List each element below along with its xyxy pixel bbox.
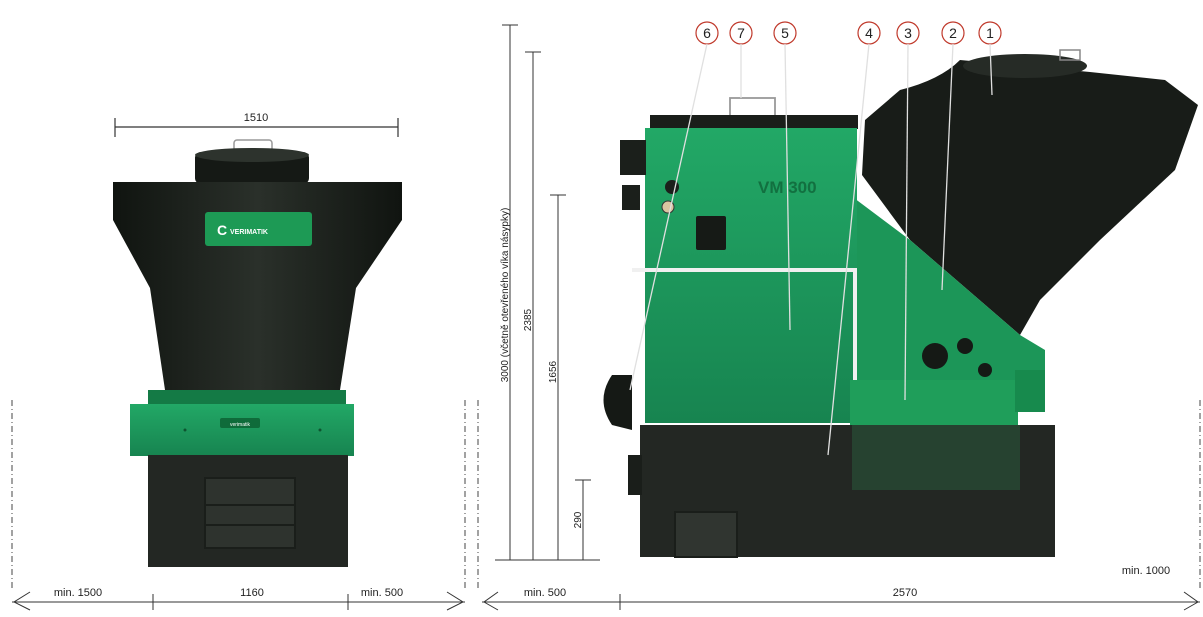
front-green-body — [130, 404, 354, 456]
height-label-1656: 1656 — [548, 360, 559, 383]
front-floor-dim-left: min. 1500 — [54, 587, 102, 599]
callout-4: 4 — [865, 25, 873, 41]
callouts: 6 7 5 4 3 2 1 — [695, 21, 1002, 45]
side-floor-dim-right: min. 1000 — [1122, 565, 1170, 577]
callout-1: 1 — [986, 25, 994, 41]
side-floor-dim-left: min. 500 — [524, 587, 566, 599]
callout-3: 3 — [904, 25, 912, 41]
callout-6: 6 — [703, 25, 711, 41]
callout-7: 7 — [737, 25, 745, 41]
front-floor-dim-center: 1160 — [240, 587, 264, 599]
callout-2: 2 — [949, 25, 957, 41]
front-width-label: 1510 — [244, 112, 268, 124]
callout-5: 5 — [781, 25, 789, 41]
front-brand-c: C — [217, 222, 227, 238]
front-brand-plate — [205, 212, 312, 246]
height-label-2385: 2385 — [523, 308, 534, 331]
front-brand-label: VERIMATIK — [230, 229, 268, 236]
side-hopper — [862, 60, 1198, 335]
side-floor-dim-center: 2570 — [893, 587, 917, 599]
side-sloped-panel — [850, 195, 1045, 410]
front-hopper — [113, 182, 402, 390]
side-main-body — [645, 128, 857, 423]
front-floor-dim-right: min. 500 — [361, 587, 403, 599]
height-label-290: 290 — [573, 511, 584, 528]
leader-lines — [629, 43, 993, 456]
front-small-badge: verimatik — [230, 422, 251, 428]
side-view: 3000 (včetně otevřeného víka násypky) 23… — [477, 21, 1201, 611]
height-label-3000: 3000 (včetně otevřeného víka násypky) — [500, 208, 511, 383]
front-view: 1510 C VERIMATIK verimatik min. 1500 — [11, 112, 466, 611]
